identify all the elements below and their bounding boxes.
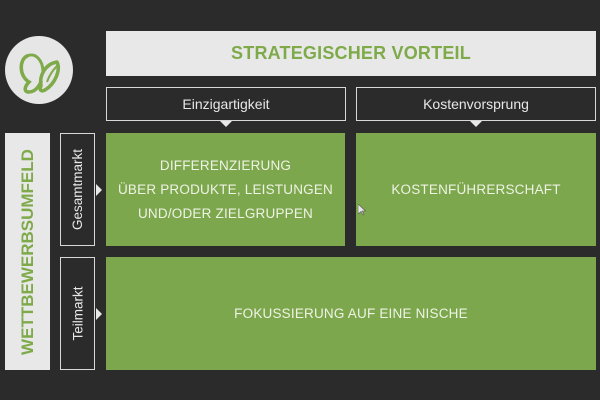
- cell-differenzierung: DIFFERENZIERUNG ÜBER PRODUKTE, LEISTUNGE…: [106, 133, 345, 246]
- competitive-environment-label: WETTBEWERBSUMFELD: [5, 133, 50, 370]
- butterfly-logo-icon: [5, 36, 73, 104]
- cell-line: ÜBER PRODUKTE, LEISTUNGEN: [117, 181, 334, 197]
- row-label-gesamtmarkt: Gesamtmarkt: [60, 133, 102, 246]
- cell-line: UND/ODER ZIELGRUPPEN: [137, 205, 314, 221]
- cell-line: DIFFERENZIERUNG: [159, 157, 292, 173]
- mouse-cursor-icon: [358, 204, 366, 216]
- column-header-einzigartigkeit: Einzigartigkeit: [106, 87, 346, 127]
- cell-text: KOSTENFÜHRERSCHAFT: [391, 181, 561, 197]
- cell-kostenfuehrerschaft: KOSTENFÜHRERSCHAFT: [356, 133, 596, 246]
- side-title: WETTBEWERBSUMFELD: [17, 148, 37, 355]
- arrow-down-icon: [220, 121, 232, 127]
- column-label: Kostenvorsprung: [423, 96, 529, 112]
- row-label-text: Teilmarkt: [70, 286, 86, 341]
- arrow-down-icon: [470, 121, 482, 127]
- cell-fokussierung: FOKUSSIERUNG AUF EINE NISCHE: [106, 257, 596, 370]
- row-label-teilmarkt: Teilmarkt: [60, 257, 102, 370]
- column-label: Einzigartigkeit: [182, 96, 270, 112]
- arrow-right-icon: [96, 183, 102, 196]
- strategic-advantage-header: STRATEGISCHER VORTEIL: [106, 31, 596, 76]
- row-label-text: Gesamtmarkt: [70, 148, 86, 231]
- header-title: STRATEGISCHER VORTEIL: [231, 43, 471, 63]
- column-header-kostenvorsprung: Kostenvorsprung: [356, 87, 596, 127]
- arrow-right-icon: [96, 307, 102, 320]
- cell-text: FOKUSSIERUNG AUF EINE NISCHE: [234, 305, 468, 321]
